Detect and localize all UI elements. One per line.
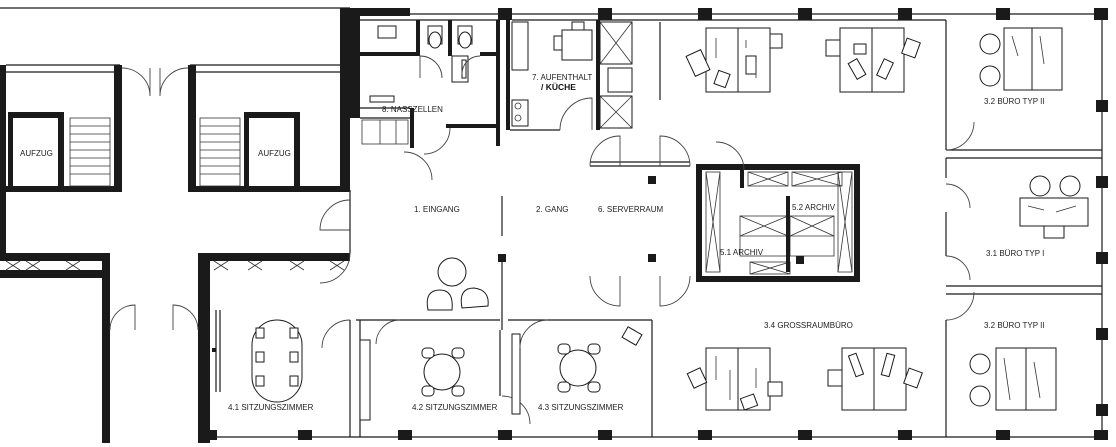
eingang-gang: 1. EINGANG 2. GANG [319,151,568,330]
archiv: 5.2 ARCHIV 5.1 ARCHIV [696,141,860,282]
room-label-grossraum: 3.4 GROSSRAUMBÜRO [764,321,853,330]
room-label-sitzung-1: 4.1 SITZUNGSZIMMER [228,403,314,412]
right-offices: 3.2 BÜRO TYP II 3.1 BÜRO TYP I 3.2 BÜRO … [945,20,1102,437]
room-label-nasszellen: 8. NASSZELLEN [382,105,443,114]
grossraum-desks-top [685,27,921,93]
room-label-aufenthalt-line2: / KÜCHE [541,82,576,92]
room-label-aufzug-right: AUFZUG [258,149,291,158]
sitzungszimmer: 4.1 SITZUNGSZIMMER 4.2 SITZUNGSZIMMER 4.… [212,310,653,437]
room-label-aufenthalt-line1: 7. AUFENTHALT [532,73,592,82]
room-label-eingang: 1. EINGANG [414,205,460,214]
room-label-aufzug-left: AUFZUG [20,149,53,158]
grossraum-desks-bottom: 3.4 GROSSRAUMBÜRO [686,321,923,411]
aufenthalt-kueche: 7. AUFENTHALT / KÜCHE [506,20,661,131]
room-label-sitzung-2: 4.2 SITZUNGSZIMMER [412,403,498,412]
room-label-serverraum: 6. SERVERRAUM [598,205,664,214]
left-stair-block: AUFZUG AUFZUG [0,7,350,443]
room-label-archiv-2: 5.2 ARCHIV [792,203,836,212]
nasszellen: 8. NASSZELLEN [350,8,500,155]
room-label-sitzung-3: 4.3 SITZUNGSZIMMER [538,403,624,412]
columns [648,176,656,184]
room-label-buero-typ2-bottom: 3.2 BÜRO TYP II [984,321,1045,330]
outer-walls [205,8,1108,440]
room-label-archiv-1: 5.1 ARCHIV [720,248,764,257]
room-label-buero-typ2-top: 3.2 BÜRO TYP II [984,97,1045,106]
room-label-buero-typ1: 3.1 BÜRO TYP I [986,249,1044,258]
serverraum: 6. SERVERRAUM [589,135,691,307]
room-label-gang: 2. GANG [536,205,568,214]
